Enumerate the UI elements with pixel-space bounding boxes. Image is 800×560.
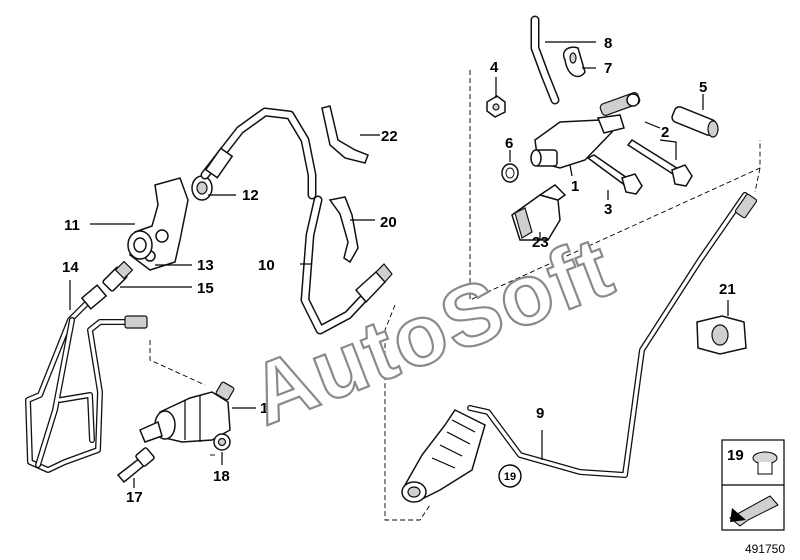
nut-4 (486, 95, 506, 118)
callout-13: 13 (197, 257, 214, 274)
pipe-9 (467, 192, 758, 478)
clip-21 (696, 315, 747, 355)
circled-ref-label: 19 (504, 471, 516, 483)
bolt-2 (626, 139, 693, 187)
callout-6: 6 (505, 135, 513, 152)
legend-box: 19 (721, 439, 785, 531)
pipe-loop-14 (25, 284, 148, 473)
callout-18: 18 (213, 468, 230, 485)
callout-1: 1 (571, 178, 579, 195)
legend-item-number: 19 (727, 447, 744, 464)
callout-20: 20 (380, 214, 397, 231)
hose-upper (200, 107, 317, 200)
watermark-text: AutoSoft (238, 218, 626, 443)
grommet-12 (191, 175, 213, 201)
bolt-3 (586, 154, 643, 195)
clip-22 (321, 105, 369, 164)
leader-lines (69, 41, 729, 488)
diagram-ref-number: 491750 (745, 542, 785, 556)
callout-21: 21 (719, 281, 736, 298)
hose-lower (401, 409, 486, 503)
sensor-23 (511, 184, 567, 241)
master-cylinder-1 (530, 92, 641, 169)
callout-22: 22 (381, 128, 398, 145)
rivet-icon (752, 451, 778, 475)
callout-23: 23 (532, 234, 549, 251)
callout-16: 16 (260, 400, 277, 417)
callout-9: 9 (536, 405, 544, 422)
rod-8 (530, 15, 560, 105)
callout-2: 2 (661, 124, 669, 141)
slave-cylinder-16 (139, 381, 235, 443)
nut-18 (213, 433, 231, 451)
callout-12: 12 (242, 187, 259, 204)
callout-5: 5 (699, 79, 707, 96)
callout-11: 11 (64, 217, 80, 234)
watermark: AutoSoft (237, 217, 627, 445)
fitting-15 (102, 260, 134, 292)
callout-labels: 1 2 3 4 5 6 7 8 9 10 11 12 13 14 15 16 1… (62, 35, 736, 506)
bracket-11 (127, 177, 189, 271)
clip-7 (563, 46, 586, 78)
callout-14: 14 (62, 259, 79, 276)
callout-7: 7 (604, 60, 612, 77)
callout-4: 4 (490, 59, 499, 76)
hose-10 (300, 195, 393, 335)
callout-10: 10 (258, 257, 275, 274)
assembly-arrow-icon (729, 495, 779, 527)
callout-17: 17 (126, 489, 143, 506)
callout-3: 3 (604, 201, 612, 218)
callout-8: 8 (604, 35, 612, 52)
sleeve-5 (671, 106, 719, 138)
circled-ref-19: 19 (498, 464, 522, 488)
clip-20 (328, 196, 359, 264)
callout-15: 15 (197, 280, 214, 297)
o-ring-6 (501, 163, 519, 183)
bolt-17 (116, 447, 155, 484)
dashed-boundaries (149, 70, 761, 521)
